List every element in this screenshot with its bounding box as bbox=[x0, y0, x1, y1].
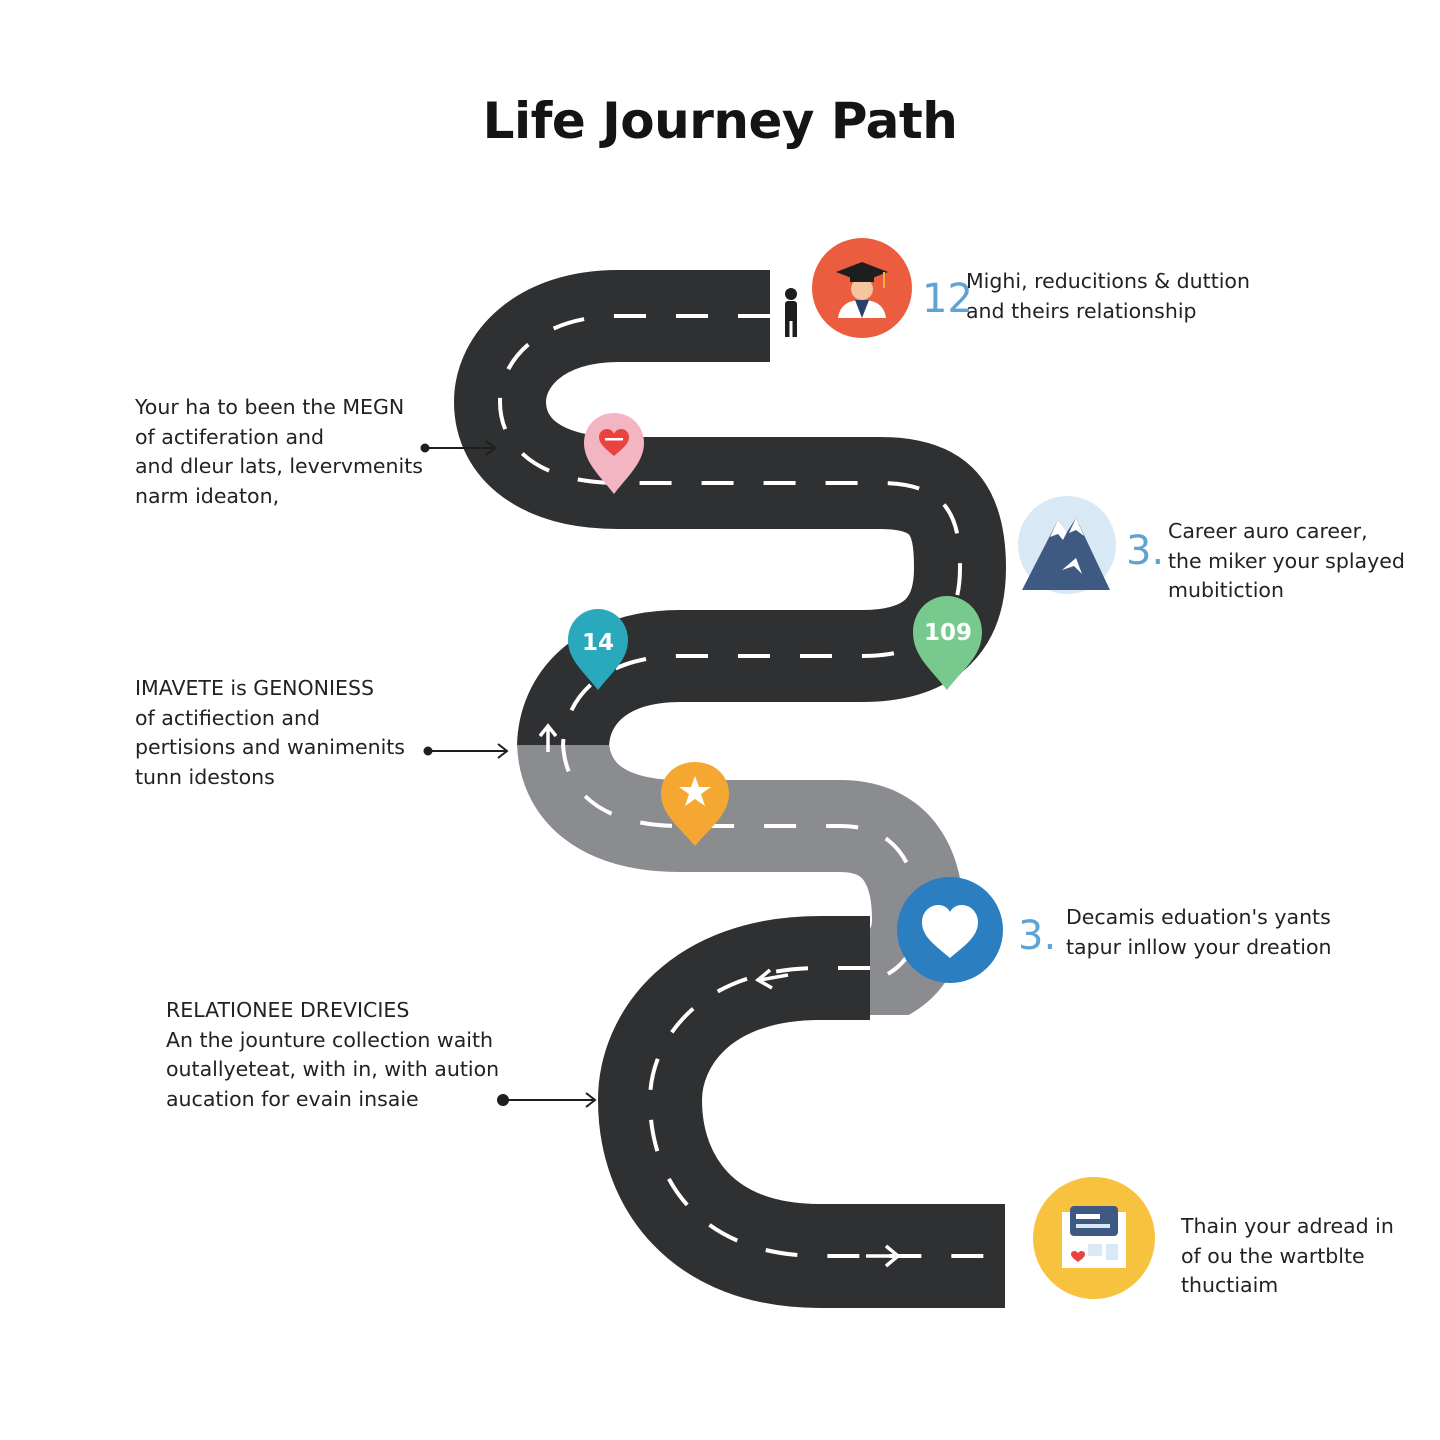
heart-pin-icon bbox=[584, 413, 644, 494]
milestone-text-4: Thain your adread in of ou the wartblte … bbox=[1181, 1214, 1394, 1297]
connector-arrow-1 bbox=[420, 440, 497, 456]
connector-arrow-2 bbox=[423, 743, 509, 759]
left-description-1: Your ha to been the MEGN of actiferation… bbox=[135, 395, 423, 508]
milestone-text-1: Mighi, reducitions & duttion and theirs … bbox=[966, 269, 1250, 323]
pin-teal-number: 14 bbox=[582, 630, 614, 656]
graduation-icon bbox=[812, 238, 912, 338]
mountain-icon bbox=[1018, 496, 1116, 594]
left-description-3: RELATIONEE DREVICIES An the jounture col… bbox=[166, 998, 500, 1111]
pin-green: 109 bbox=[913, 596, 982, 690]
milestone-text-3: Decamis eduation's yants tapur inllow yo… bbox=[1066, 905, 1332, 959]
arrow-left-icon bbox=[754, 968, 789, 990]
page-title: Life Journey Path bbox=[482, 92, 958, 150]
milestone-number-1: 12 bbox=[922, 276, 973, 322]
pin-green-number: 109 bbox=[924, 620, 972, 646]
road-lower-segment bbox=[597, 916, 1005, 1308]
person-icon bbox=[785, 288, 797, 337]
connector-arrow-3 bbox=[497, 1092, 597, 1108]
road-upper-segment bbox=[453, 270, 1007, 745]
heart-icon bbox=[897, 877, 1003, 983]
milestone-text-2: Career auro career, the miker your splay… bbox=[1168, 519, 1405, 602]
home-document-icon bbox=[1033, 1177, 1155, 1299]
arrow-up-icon bbox=[538, 723, 558, 752]
arrow-right-icon bbox=[866, 1244, 901, 1268]
left-description-2: IMAVETE is GENONIESS of actifiection and… bbox=[135, 676, 405, 789]
milestone-number-3: 3. bbox=[1018, 913, 1057, 959]
star-pin-icon bbox=[661, 762, 729, 846]
milestone-number-2: 3. bbox=[1126, 528, 1165, 574]
pin-teal: 14 bbox=[568, 609, 628, 690]
